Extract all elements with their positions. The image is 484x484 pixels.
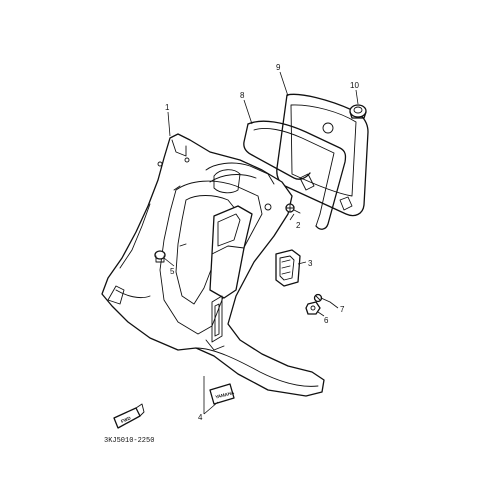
part-3-reflector[interactable]	[275, 249, 301, 287]
emblem-label: YAMAHA	[215, 390, 236, 400]
front-direction-marker: FWD	[113, 403, 145, 429]
part-7-bolt[interactable]	[313, 293, 331, 303]
cover-hole	[322, 122, 334, 134]
part-6-nut[interactable]	[305, 301, 321, 315]
callout-6: 6	[324, 316, 329, 325]
part-2-screw[interactable]	[285, 203, 301, 214]
leader-lines	[163, 71, 359, 415]
callout-3: 3	[308, 259, 313, 268]
callout-7: 7	[340, 305, 345, 314]
diagram-code: 3KJ5010-2250	[104, 437, 154, 445]
part-4-emblem[interactable]: YAMAHA	[209, 383, 236, 405]
part-10-grommet[interactable]	[349, 104, 367, 119]
front-marker-label: FWD	[120, 415, 132, 424]
callout-9: 9	[276, 63, 281, 72]
callout-2: 2	[296, 221, 301, 230]
part-8-frame[interactable]	[243, 120, 347, 230]
callout-8: 8	[240, 91, 245, 100]
part-1-leg-shield[interactable]	[101, 133, 325, 397]
callout-1: 1	[165, 103, 170, 112]
callout-5: 5	[170, 267, 175, 276]
callout-labels: 1 2 3 4 5 6 7 8 9 10	[165, 63, 359, 422]
callout-4: 4	[198, 413, 203, 422]
callout-10: 10	[350, 81, 359, 90]
part-5-clip[interactable]	[154, 250, 166, 263]
